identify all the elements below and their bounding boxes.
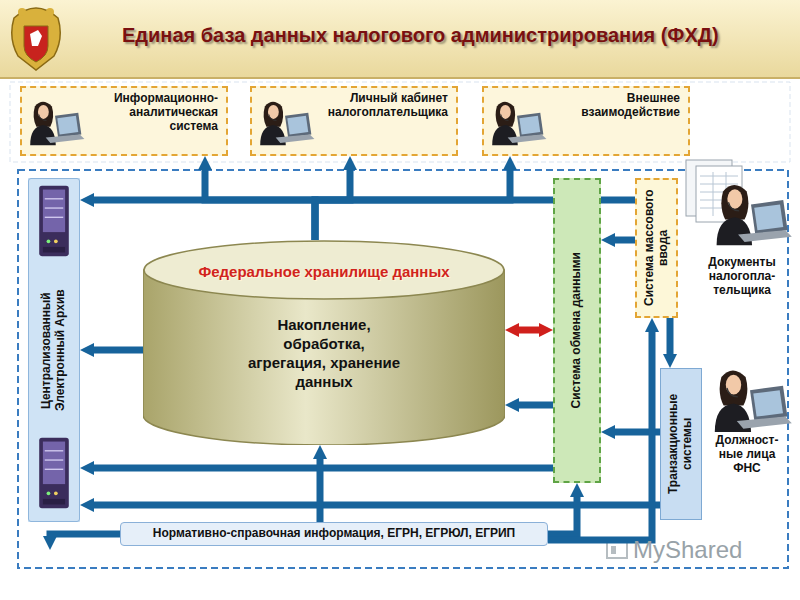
exchange-box: Система обмена данными bbox=[553, 178, 601, 483]
double-arrow bbox=[519, 327, 539, 334]
operator-icon bbox=[30, 102, 84, 145]
node-label: Внешнее взаимодействие bbox=[558, 92, 680, 120]
storage-body: Накопление, обработка, агрегация, хранен… bbox=[244, 316, 404, 391]
system-box: Информационно- аналитическая система bbox=[20, 86, 228, 156]
node-label: Информационно- аналитическая система bbox=[96, 92, 218, 133]
node-label: Документы налогопла- тельщика bbox=[690, 256, 794, 297]
node-label: Транзакционные системы bbox=[667, 374, 695, 514]
title: Единая база данных налогового администри… bbox=[122, 24, 719, 47]
storage-cylinder: Федеральное хранилище данныхНакопление, … bbox=[143, 240, 505, 445]
node-label: Система обмена данными bbox=[570, 252, 584, 409]
transaction-box: Транзакционные системы bbox=[660, 368, 702, 520]
node-label: Централизованный Электронный Архив bbox=[40, 283, 68, 418]
watermark-icon bbox=[607, 542, 627, 558]
flow-arrow bbox=[519, 402, 553, 409]
flow-arrow bbox=[205, 170, 315, 240]
reference-box: Нормативно-справочная информация, ЕГРН, … bbox=[120, 522, 548, 546]
official-icon bbox=[715, 370, 792, 432]
flow-arrow bbox=[315, 170, 350, 240]
fhd-region bbox=[18, 170, 788, 568]
flow-arrow bbox=[615, 237, 635, 244]
actor-text: Должност- ные лица ФНС bbox=[704, 434, 790, 488]
node-label: Должност- ные лица ФНС bbox=[704, 434, 790, 475]
emblem bbox=[12, 8, 61, 70]
system-box: Личный кабинет налогоплательщика bbox=[250, 86, 458, 156]
system-box: Внешнее взаимодействие bbox=[482, 86, 690, 156]
flow-arrow bbox=[667, 318, 674, 354]
server-icon bbox=[39, 438, 69, 508]
watermark: MyShared bbox=[633, 536, 742, 564]
operator-icon bbox=[260, 102, 314, 145]
flow-arrow bbox=[548, 497, 577, 534]
header-band bbox=[0, 0, 800, 78]
server-icon bbox=[39, 186, 69, 256]
input-box: Система массового ввода bbox=[635, 178, 678, 318]
node-label: Система массового ввода bbox=[643, 189, 671, 307]
flow-arrow bbox=[94, 347, 143, 354]
flow-arrow bbox=[317, 459, 324, 522]
operator-icon bbox=[492, 102, 546, 145]
node-label: Личный кабинет налогоплательщика bbox=[326, 92, 448, 120]
source-text: Документы налогопла- тельщика bbox=[690, 256, 794, 306]
flow-arrow bbox=[315, 170, 510, 240]
flow-arrow bbox=[50, 534, 120, 536]
storage-heading: Федеральное хранилище данных bbox=[198, 263, 449, 280]
node-label: Нормативно-справочная информация, ЕГРН, … bbox=[153, 527, 515, 541]
operator-icon bbox=[717, 185, 792, 245]
archive-box: Централизованный Электронный Архив bbox=[28, 178, 80, 522]
